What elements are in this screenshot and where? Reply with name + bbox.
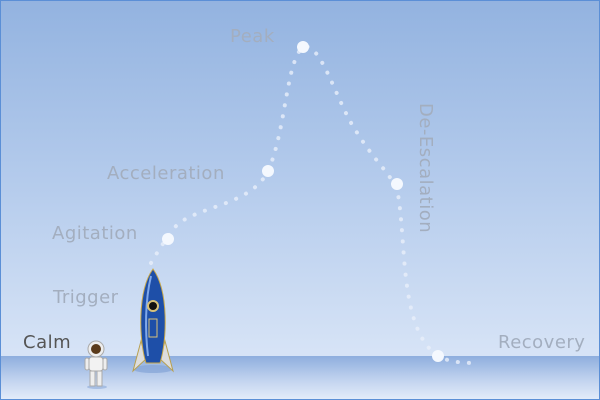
label-trigger: Trigger xyxy=(53,287,119,308)
label-calm: Calm xyxy=(23,332,72,353)
point-peak xyxy=(297,41,309,53)
point-agitation xyxy=(162,233,174,245)
point-recovery xyxy=(432,350,444,362)
label-acceleration: Acceleration xyxy=(107,163,225,184)
label-agitation: Agitation xyxy=(52,223,138,244)
rocket-icon xyxy=(132,268,174,373)
label-peak: Peak xyxy=(230,26,275,47)
label-de-escalation: De-Escalation xyxy=(415,103,436,234)
astronaut-icon xyxy=(84,340,108,389)
point-acceleration xyxy=(262,165,274,177)
label-recovery: Recovery xyxy=(498,332,586,353)
point-de-escalation xyxy=(391,178,403,190)
